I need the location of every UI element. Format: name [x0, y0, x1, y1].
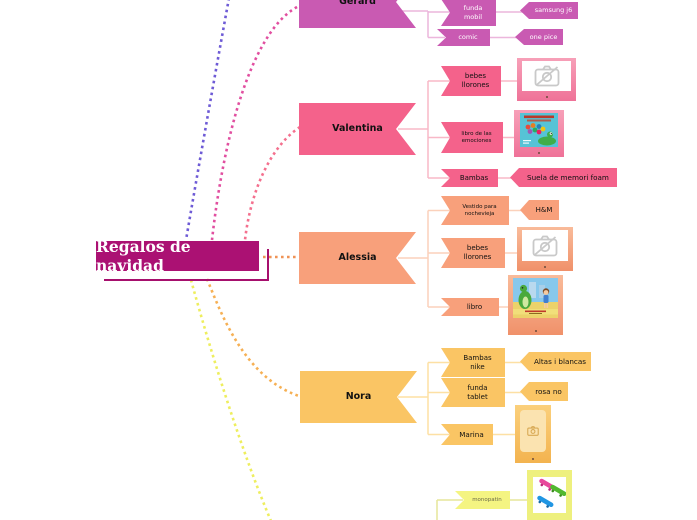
vestido-nochevieja-node[interactable]: Vestido para nochevieja — [441, 196, 509, 225]
libro-emociones-label: libro de las emociones — [461, 130, 492, 144]
book-cover-crocodile-illustration — [520, 113, 558, 147]
rosa-no-label: rosa no — [535, 387, 562, 396]
libro-node[interactable]: libro — [441, 298, 499, 316]
alessia-label: Alessia — [338, 252, 377, 264]
central-topic-node[interactable]: Regalos de navidad — [96, 237, 269, 281]
curve-bottom-offscreen — [189, 279, 272, 520]
curve-top-offscreen — [184, 0, 230, 241]
broken-image-camera-icon — [534, 65, 559, 87]
image-caption-dot — [534, 330, 537, 332]
hm-node[interactable]: H&M — [520, 200, 559, 220]
alessia-libro-image[interactable] — [508, 275, 563, 335]
gerard-node[interactable]: Gerard — [299, 0, 416, 28]
gerard-label: Gerard — [339, 0, 376, 8]
samsung-j6-label: samsung j6 — [534, 6, 573, 15]
skateboards-illustration — [537, 478, 566, 508]
book-cover-girl-and-dragon-illustration — [513, 278, 558, 318]
marina-node[interactable]: Marina — [441, 424, 493, 445]
one-pice-node[interactable]: one pice — [515, 29, 563, 45]
curve-gerard — [210, 5, 298, 241]
valentina-bebes-image[interactable] — [517, 58, 576, 101]
photo-placeholder-camera-icon — [527, 426, 539, 436]
vestido-nochevieja-label: Vestido para nochevieja — [462, 203, 497, 217]
marina-image[interactable] — [515, 405, 551, 463]
bambas-label: Bambas — [459, 173, 489, 182]
valentina-bebes-llorones-label: bebes llorones — [461, 72, 490, 89]
valentina-bebes-llorones-node[interactable]: bebes llorones — [441, 66, 501, 96]
broken-image-camera-icon — [532, 235, 558, 256]
funda-mobil-label: funda mobil — [463, 4, 483, 21]
curve-nora — [205, 278, 300, 398]
comic-label: comic — [458, 33, 478, 42]
altas-blancas-node[interactable]: Altas i blancas — [520, 352, 591, 371]
curve-valentina — [243, 125, 301, 241]
monopatin-label: monopatin — [472, 496, 502, 503]
valentina-label: Valentina — [332, 123, 383, 135]
rosa-no-node[interactable]: rosa no — [520, 382, 568, 401]
samsung-j6-node[interactable]: samsung j6 — [520, 2, 578, 19]
funda-tablet-label: funda tablet — [467, 383, 488, 401]
monopatin-image[interactable] — [527, 470, 572, 520]
funda-tablet-node[interactable]: funda tablet — [441, 378, 505, 407]
alessia-bebes-llorones-label: bebes llorones — [463, 244, 492, 261]
marina-label: Marina — [459, 430, 484, 439]
central-topic-label: Regalos de navidad — [96, 237, 191, 275]
comic-node[interactable]: comic — [437, 29, 490, 46]
one-pice-label: one pice — [529, 32, 558, 41]
nora-label: Nora — [345, 391, 372, 403]
image-caption-dot — [544, 266, 546, 268]
hm-label: H&M — [535, 205, 553, 214]
altas-blancas-label: Altas i blancas — [533, 357, 587, 366]
funda-mobil-node[interactable]: funda mobil — [441, 0, 496, 26]
image-caption-dot — [545, 96, 548, 98]
image-caption-dot — [538, 152, 540, 154]
libro-emociones-image[interactable] — [514, 110, 564, 157]
valentina-node[interactable]: Valentina — [299, 103, 416, 155]
suela-memori-foam-label: Suela de memori foam — [527, 173, 609, 182]
alessia-bebes-llorones-node[interactable]: bebes llorones — [441, 238, 505, 268]
bambas-node[interactable]: Bambas — [441, 169, 498, 187]
suela-memori-foam-node[interactable]: Suela de memori foam — [510, 168, 617, 187]
image-caption-dot — [532, 458, 534, 460]
libro-emociones-node[interactable]: libro de las emociones — [441, 122, 503, 153]
monopatin-node[interactable]: monopatin — [455, 491, 510, 509]
bambas-nike-node[interactable]: Bambas nike — [441, 348, 505, 377]
libro-label: libro — [466, 302, 483, 311]
bambas-nike-label: Bambas nike — [463, 353, 492, 371]
alessia-bebes-image[interactable] — [517, 227, 573, 271]
